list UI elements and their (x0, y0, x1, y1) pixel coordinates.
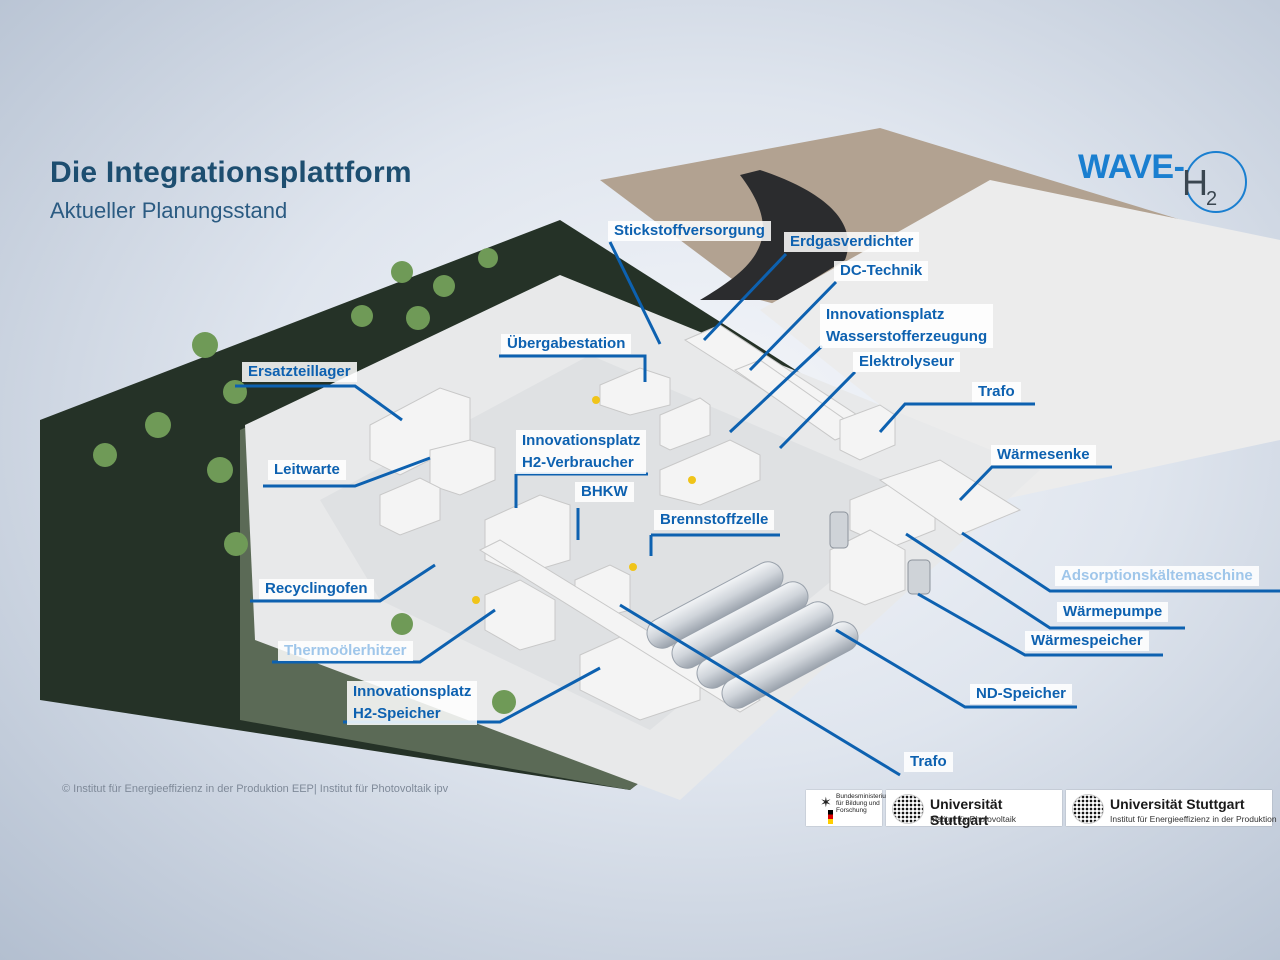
label-ersatzteillager: Ersatzteillager (242, 362, 357, 382)
label-waermepumpe: Wärmepumpe (1057, 602, 1169, 622)
label-nd-speicher: ND-Speicher (970, 684, 1073, 704)
workers (472, 396, 696, 604)
label-waermesenke: Wärmesenke (991, 445, 1096, 465)
label-line: H2-Speicher (353, 705, 441, 722)
flag-stripe-icon (828, 810, 833, 824)
bmbf-logo: ✶ Bundesministerium für Bildung und Fors… (806, 790, 892, 826)
page-subtitle: Aktueller Planungsstand (50, 198, 288, 223)
buildings (369, 324, 1022, 721)
label-trafo-bottom: Trafo (904, 752, 953, 772)
uni-stuttgart-ipv-logo: Universität Stuttgart Institut für Photo… (886, 790, 1062, 828)
label-trafo-top: Trafo (972, 382, 1021, 402)
label-brennstoffzelle: Brennstoffzelle (654, 510, 775, 530)
trees (93, 248, 516, 714)
label-dc-technik: DC-Technik (834, 261, 929, 281)
label-adsorptionskaeltemaschine: Adsorptionskältemaschine (1055, 566, 1259, 586)
right-slab (760, 180, 1280, 500)
label-erdgasverdichter: Erdgasverdichter (784, 232, 920, 252)
label-recyclingofen: Recyclingofen (259, 579, 374, 599)
label-leitwarte: Leitwarte (268, 460, 346, 480)
copyright-footer: © Institut für Energieeffizienz in der P… (62, 783, 449, 795)
eagle-icon: ✶ (820, 794, 832, 810)
label-innovationsplatz-h2-verbraucher: Innovationsplatz H2-Verbraucher (516, 430, 647, 474)
label-line: Innovationsplatz (353, 683, 472, 700)
label-thermoelerhitzer: Thermoölerhitzer (278, 641, 413, 661)
label-line: Wasserstofferzeugung (826, 328, 988, 345)
label-waermespeicher: Wärmespeicher (1025, 631, 1149, 651)
label-line: Innovationsplatz (522, 432, 641, 449)
label-line: Innovationsplatz (826, 306, 945, 323)
label-uebergabestation: Übergabestation (501, 334, 632, 354)
uni-seal-icon (1072, 794, 1104, 824)
access-road (700, 170, 849, 300)
label-innovationsplatz-h2-speicher: Innovationsplatz H2-Speicher (347, 681, 478, 725)
uni-stuttgart-eep-logo: Universität Stuttgart Institut für Energ… (1066, 790, 1277, 826)
logo-h: H (1182, 162, 1208, 203)
h2-circle-icon (1185, 151, 1247, 213)
logo-wave: WAVE- (1078, 148, 1185, 186)
uni-name: Universität Stuttgart (930, 796, 1003, 828)
heat-storage-tanks (829, 511, 931, 595)
uni-institute: Institut für Energieeffizienz in der Pro… (1110, 814, 1277, 824)
bmbf-text: Bundesministerium für Bildung und Forsch… (836, 793, 892, 814)
label-innovationsplatz-wasserstofferzeugung: Innovationsplatz Wasserstofferzeugung (820, 304, 994, 348)
logo-sub: 2 (1206, 188, 1218, 210)
uni-seal-icon (892, 794, 924, 824)
label-bhkw: BHKW (575, 482, 634, 502)
page-title: Die Integrationsplattform (50, 156, 412, 189)
label-elektrolyseur: Elektrolyseur (853, 352, 961, 372)
uni-institute: Institut für Photovoltaik (930, 814, 1016, 824)
wave-h2-logo: WAVE- H 2 (1078, 148, 1248, 218)
label-line: H2-Verbraucher (522, 454, 634, 471)
label-stickstoffversorgung: Stickstoffversorgung (608, 221, 771, 241)
uni-name: Universität Stuttgart (1110, 796, 1245, 812)
